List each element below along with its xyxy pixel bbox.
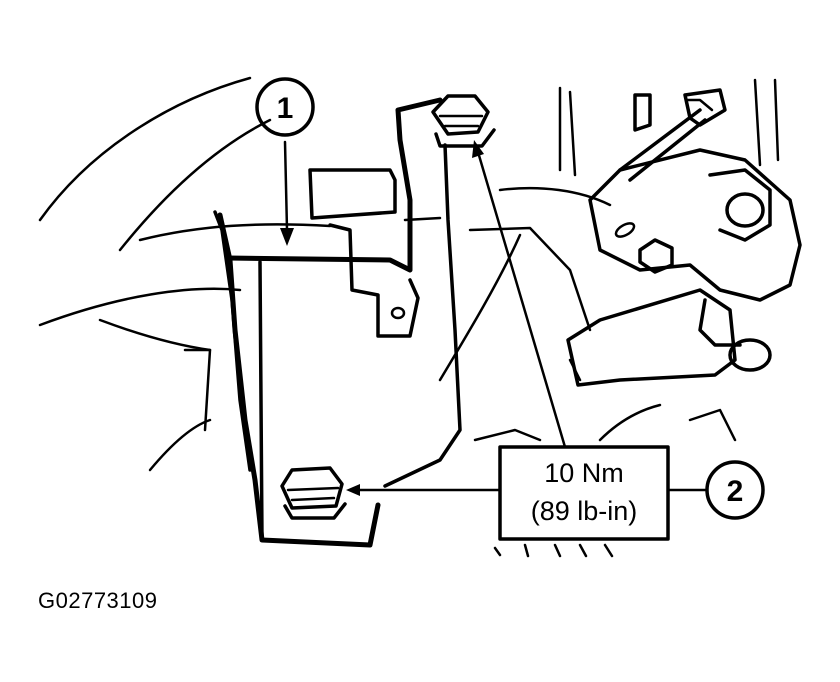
callout-2-number: 2 [727,475,744,508]
upper-bolt [431,94,496,148]
torque-spec-imperial: (89 lb-in) [531,496,638,526]
torque-spec-box: 10 Nm (89 lb-in) [498,445,670,541]
callout-1-number: 1 [277,92,294,125]
figure-id-label: G02773109 [38,588,158,613]
torque-spec-metric: 10 Nm [544,458,624,488]
lower-bolt [280,466,347,520]
callout-2: 2 [705,460,765,520]
hinge-assembly [566,88,802,387]
callout-1: 1 [255,77,315,137]
background-contours [38,76,780,558]
leader-lines [280,140,708,496]
mounting-bracket [213,97,462,548]
